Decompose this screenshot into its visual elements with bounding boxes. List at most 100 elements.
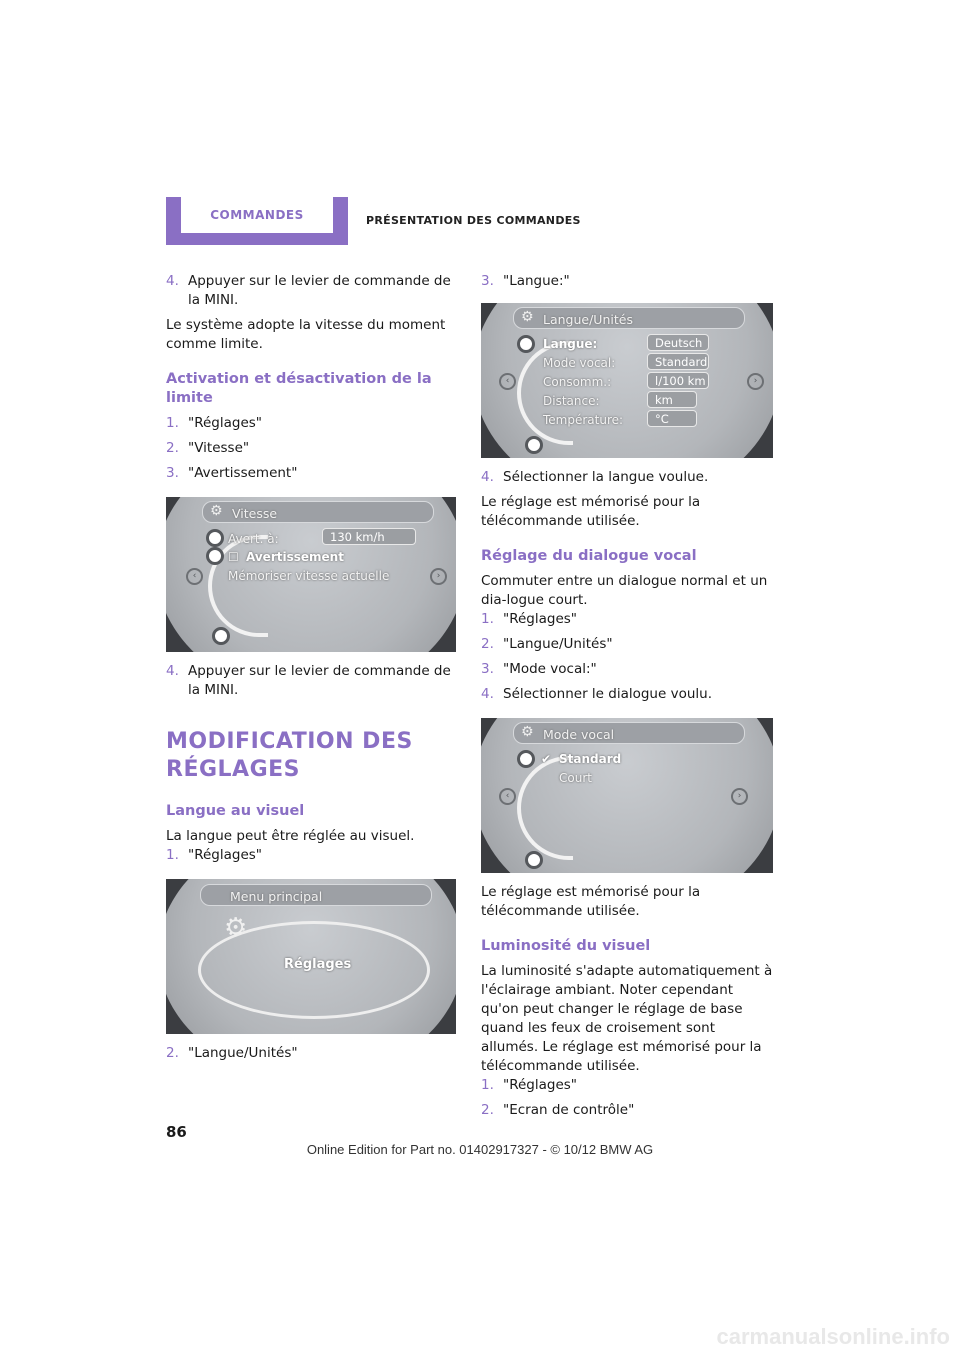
list-item: 2. "Vitesse" — [166, 439, 456, 458]
step-number: 1. — [481, 1077, 494, 1093]
heading-langue: Langue au visuel — [166, 803, 305, 819]
step-number: 1. — [166, 847, 179, 863]
screen-center-label: Réglages — [284, 957, 352, 972]
screen-title: Vitesse — [232, 506, 278, 521]
step-number: 4. — [166, 273, 179, 289]
paragraph: Le système adopte la vitesse du moment c… — [166, 317, 446, 352]
screen-row-label: Mémoriser vitesse actuelle — [228, 569, 390, 583]
screen-row-value: l/100 km — [647, 372, 709, 389]
step-number: 2. — [481, 1102, 494, 1118]
paragraph: Le réglage est mémorisé pour la télécomm… — [481, 494, 701, 529]
paragraph: Commuter entre un dialogue normal et un … — [481, 573, 768, 608]
list-item: 4. Sélectionner la langue voulue. — [481, 468, 773, 487]
edition-footer: Online Edition for Part no. 01402917327 … — [306, 1142, 654, 1157]
selector-knob — [525, 851, 543, 869]
gear-icon: ⚙ — [210, 503, 223, 519]
paragraph: La langue peut être réglée au visuel. — [166, 828, 415, 844]
step-number: 4. — [481, 686, 494, 702]
forward-icon: › — [430, 568, 447, 585]
paragraph: La luminosité s'adapte automatiquement à… — [481, 963, 773, 1074]
running-title: PRÉSENTATION DES COMMANDES — [366, 214, 581, 227]
step-number: 2. — [481, 636, 494, 652]
back-icon: ‹ — [186, 568, 203, 585]
screen-row-label: Température: — [543, 413, 624, 427]
step-number: 2. — [166, 1045, 179, 1061]
left-column: 4. Appuyer sur le levier de commande de … — [166, 272, 456, 1069]
forward-icon: › — [731, 788, 748, 805]
step-number: 3. — [166, 465, 179, 481]
list-item: 2. "Langue/Unités" — [481, 635, 773, 654]
screen-row-value: Standard — [647, 353, 709, 370]
step-number: 4. — [481, 469, 494, 485]
section-tab-inner: COMMANDES — [181, 197, 333, 233]
list-item: 2. "Ecran de contrôle" — [481, 1101, 773, 1120]
screen-row-label: Mode vocal: — [543, 356, 616, 370]
step-number: 3. — [481, 661, 494, 677]
screen-row-label: Avertissement — [246, 550, 344, 564]
step-text: Appuyer sur le levier de commande de la … — [188, 663, 451, 698]
selector-knob — [206, 547, 224, 565]
step-text: "Ecran de contrôle" — [503, 1102, 635, 1118]
step-number: 3. — [481, 273, 494, 289]
screen-row-label: Distance: — [543, 394, 600, 408]
checkmark-icon: ✔ — [541, 752, 552, 766]
step-text: "Avertissement" — [188, 465, 298, 481]
step-text: "Langue/Unités" — [503, 636, 613, 652]
screen-row-value: °C — [647, 410, 697, 427]
list-item: 1. "Réglages" — [166, 414, 456, 433]
selector-knob — [212, 627, 230, 645]
list-item: 1. "Réglages" — [481, 1076, 773, 1095]
screen-row-value: Deutsch — [647, 334, 709, 351]
step-text: "Réglages" — [503, 1077, 577, 1093]
forward-icon: › — [747, 373, 764, 390]
step-number: 4. — [166, 663, 179, 679]
heading-activation: Activation et désactivation de la limite — [166, 371, 432, 406]
heading-dialogue: Réglage du dialogue vocal — [481, 548, 697, 564]
selector-knob — [206, 529, 224, 547]
step-number: 2. — [166, 440, 179, 456]
list-item: 1. "Réglages" — [166, 846, 456, 865]
heading-modification: MODIFICATION DES RÉGLAGES — [166, 729, 413, 782]
paragraph: Le réglage est mémorisé pour la télécomm… — [481, 884, 701, 919]
screen-option-label: Standard — [559, 752, 622, 766]
step-text: Sélectionner le dialogue voulu. — [503, 686, 712, 702]
list-item: 4. Sélectionner le dialogue voulu. — [481, 685, 773, 704]
screen-row-label: Langue: — [543, 337, 598, 351]
screenshot-mode-vocal: ⚙ Mode vocal ✔ Standard Court ‹ › — [481, 718, 773, 873]
screen-title: Mode vocal — [543, 727, 615, 742]
screenshot-langue-unites: ⚙ Langue/Unités Langue: Deutsch Mode voc… — [481, 303, 773, 458]
step-text: "Vitesse" — [188, 440, 250, 456]
screen-row-value: 130 km/h — [322, 528, 416, 545]
screenshot-menu-principal: Menu principal ⚙ Réglages — [166, 879, 456, 1034]
screen-title: Langue/Unités — [543, 312, 633, 327]
right-column: 3. "Langue:" ⚙ Langue/Unités Langue: Deu… — [481, 272, 773, 1126]
watermark: carmanualsonline.info — [716, 1324, 951, 1349]
list-item: 2. "Langue/Unités" — [166, 1044, 456, 1063]
selector-knob — [525, 436, 543, 454]
gear-icon: ⚙ — [521, 724, 534, 740]
screen-title: Menu principal — [230, 889, 323, 904]
step-text: "Mode vocal:" — [503, 661, 597, 677]
step-text: "Réglages" — [188, 847, 262, 863]
checkbox-icon: ☐ — [228, 550, 239, 564]
back-icon: ‹ — [499, 788, 516, 805]
step-text: "Réglages" — [188, 415, 262, 431]
selector-knob — [517, 750, 535, 768]
list-item: 1. "Réglages" — [481, 610, 773, 629]
step-text: "Langue:" — [503, 273, 570, 289]
selector-knob — [517, 335, 535, 353]
screen-row-label: Avert. à: — [228, 532, 279, 546]
step-text: "Réglages" — [503, 611, 577, 627]
step-text: "Langue/Unités" — [188, 1045, 298, 1061]
heading-luminosite: Luminosité du visuel — [481, 938, 651, 954]
step-text: Sélectionner la langue voulue. — [503, 469, 709, 485]
screen-option-label: Court — [559, 771, 592, 785]
screen-row-value: km — [647, 391, 697, 408]
section-tab-label: COMMANDES — [210, 208, 304, 222]
screen-row-label: Consomm.: — [543, 375, 612, 389]
list-item: 4. Appuyer sur le levier de commande de … — [166, 272, 456, 310]
gear-icon: ⚙ — [521, 309, 534, 325]
list-item: 4. Appuyer sur le levier de commande de … — [166, 662, 456, 700]
page-number: 86 — [166, 1123, 187, 1141]
step-number: 1. — [166, 415, 179, 431]
